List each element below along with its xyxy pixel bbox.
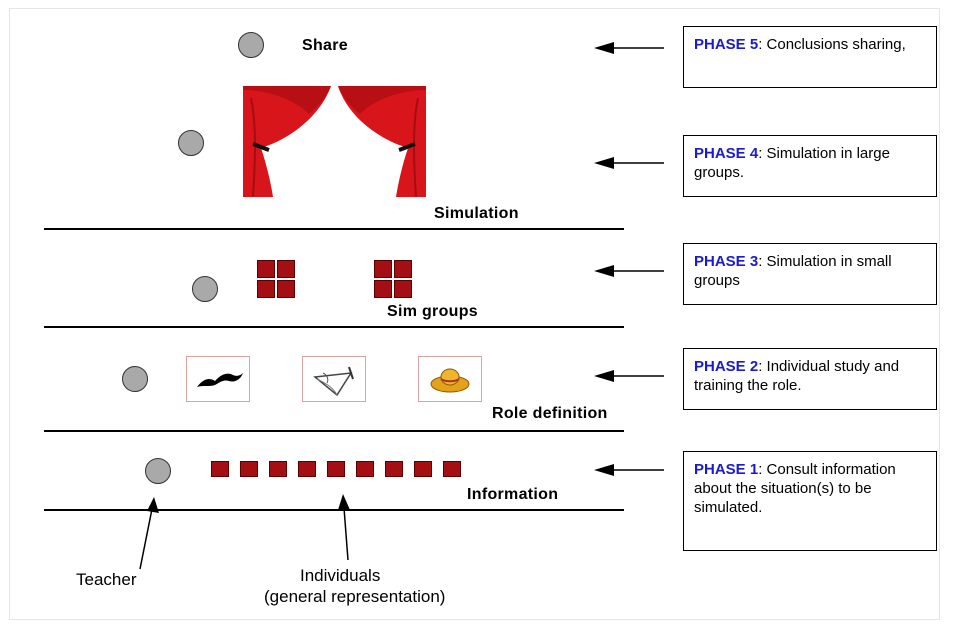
role-card-2 — [302, 356, 366, 402]
phase-3-arrow — [594, 265, 664, 277]
theater-curtain-icon — [243, 86, 426, 197]
phase-4-box: PHASE 4: Simulation in large groups. — [683, 135, 937, 197]
phase-1-description: : Consult information about the situatio… — [694, 461, 896, 516]
teacher-dot-sim-groups — [192, 276, 218, 302]
level-label-simulation: Simulation — [434, 205, 519, 222]
mustache-icon — [197, 373, 243, 387]
phase-5-box: PHASE 5: Conclusions sharing, — [683, 26, 937, 88]
individual-square — [298, 461, 316, 477]
individual-square — [211, 461, 229, 477]
phase-1-box: PHASE 1: Consult information about the s… — [683, 451, 937, 551]
level-label-sim-groups: Sim groups — [387, 303, 479, 320]
individual-square — [327, 461, 345, 477]
individuals-caption-line1: Individuals — [300, 566, 381, 585]
phase-2-box: PHASE 2: Individual study and training t… — [683, 348, 937, 410]
phase-3-box: PHASE 3: Simulation in small groups — [683, 243, 937, 305]
individual-square — [356, 461, 374, 477]
level-label-information: Information — [467, 486, 559, 503]
teacher-dot-share — [238, 32, 264, 58]
phase-5-name: PHASE 5 — [694, 36, 759, 53]
phase-2-arrow — [594, 370, 664, 382]
teacher-dot-information — [145, 458, 171, 484]
small-group-1 — [257, 260, 295, 298]
teacher-dot-simulation — [178, 130, 204, 156]
individual-square — [414, 461, 432, 477]
phase-4-name: PHASE 4 — [694, 145, 759, 162]
small-group-2 — [374, 260, 412, 298]
phase-1-name: PHASE 1 — [694, 461, 759, 478]
divider-line-sim-groups — [44, 326, 624, 328]
phase-3-description: : Simulation in small groups — [694, 253, 892, 289]
phase-4-description: : Simulation in large groups. — [694, 145, 890, 181]
phase-5-description: : Conclusions sharing, — [758, 36, 906, 53]
role-card-3 — [418, 356, 482, 402]
individual-square — [269, 461, 287, 477]
phase-5-arrow — [594, 42, 664, 54]
phase-2-description: : Individual study and training the role… — [694, 358, 900, 394]
individual-square — [385, 461, 403, 477]
individual-square — [240, 461, 258, 477]
phase-2-name: PHASE 2 — [694, 358, 759, 375]
teacher-pointer-arrow — [139, 497, 159, 570]
individual-square — [443, 461, 461, 477]
divider-line-information — [44, 509, 624, 511]
diagram-frame — [9, 8, 940, 620]
phase-1-arrow — [594, 464, 664, 476]
level-label-role-definition: Role definition — [492, 405, 608, 422]
sombrero-hat-icon — [430, 368, 470, 393]
compass-tool-icon — [313, 366, 354, 397]
divider-line-role-definition — [44, 430, 624, 432]
phase-3-name: PHASE 3 — [694, 253, 759, 270]
phase-4-arrow — [594, 157, 664, 169]
role-card-1 — [186, 356, 250, 402]
individuals-caption-line2: (general representation) — [264, 587, 446, 606]
teacher-dot-role-definition — [122, 366, 148, 392]
individuals-pointer-arrow — [338, 494, 350, 561]
divider-line-simulation — [44, 228, 624, 230]
level-label-share: Share — [302, 37, 348, 54]
teacher-caption: Teacher — [76, 570, 137, 589]
